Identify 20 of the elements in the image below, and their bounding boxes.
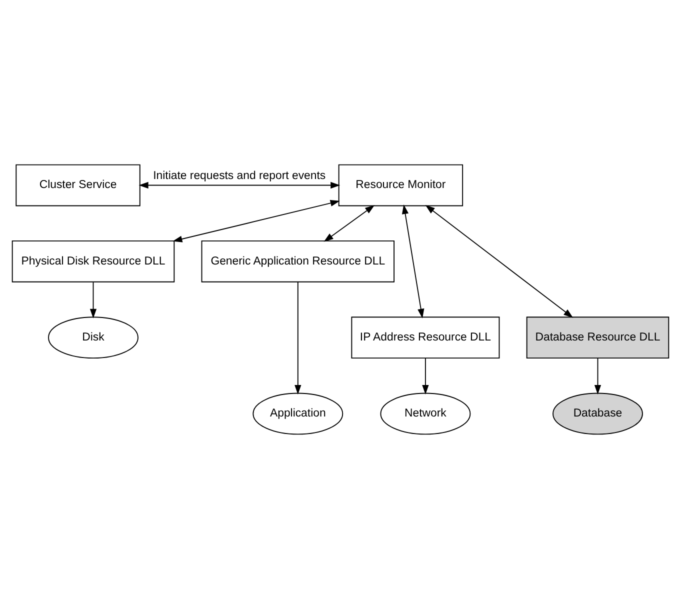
arrow xyxy=(425,204,574,318)
node-box: Database Resource DLL xyxy=(526,316,670,358)
arrow xyxy=(90,281,97,318)
node-ellipse: Database xyxy=(552,392,643,434)
node-box: Physical Disk Resource DLL xyxy=(12,240,175,282)
node-box: Generic Application Resource DLL xyxy=(201,240,395,282)
node-ellipse: Application xyxy=(252,392,344,434)
node-box: Resource Monitor xyxy=(338,164,464,206)
arrow xyxy=(422,357,429,394)
node-ellipse: Network xyxy=(380,392,471,434)
arrow xyxy=(294,281,302,394)
arrow xyxy=(594,357,602,394)
arrow xyxy=(402,204,424,318)
node-box: Cluster Service xyxy=(16,164,140,206)
arrow xyxy=(172,199,340,242)
arrow xyxy=(324,204,375,242)
node-ellipse: Disk xyxy=(48,316,138,358)
arrow xyxy=(138,181,340,188)
edge-label: Initiate requests and report events xyxy=(153,170,326,182)
node-box: IP Address Resource DLL xyxy=(351,316,500,358)
